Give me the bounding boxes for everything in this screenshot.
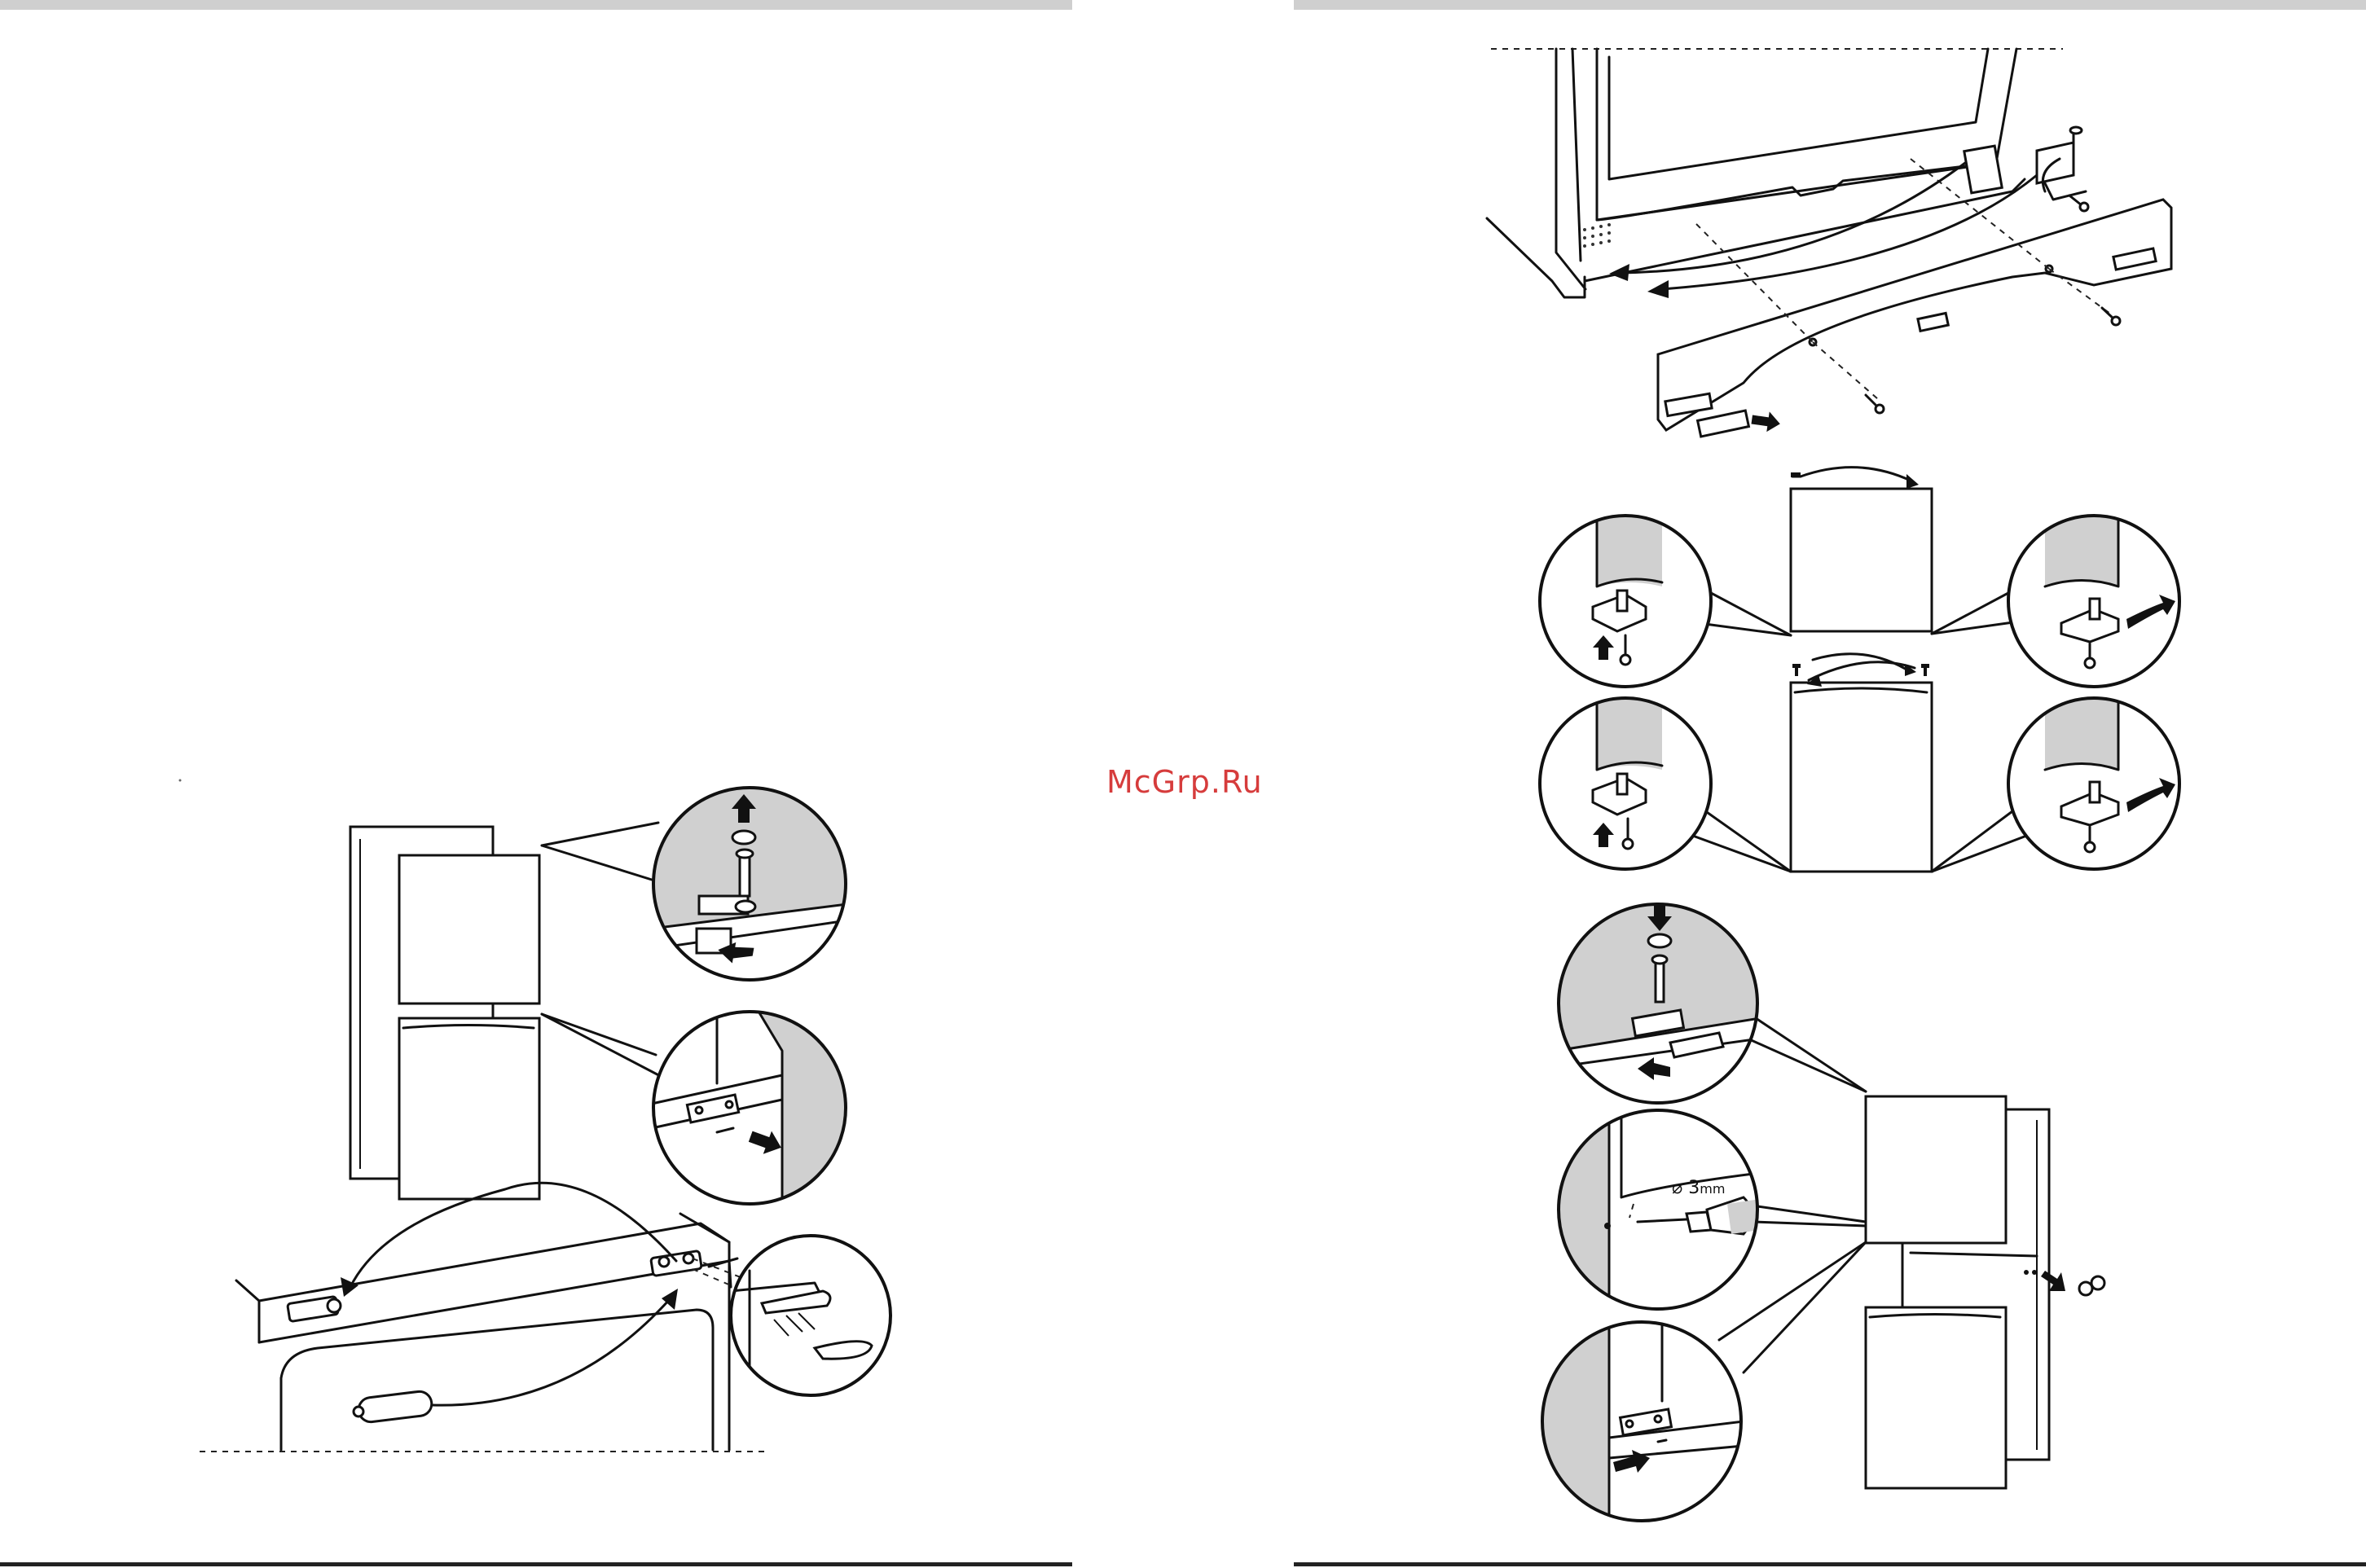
watermark-text: McGrp.Ru <box>1106 764 1263 800</box>
left-page-figure <box>179 780 895 1452</box>
right-page-figure: ⌀ 3mm <box>1487 49 2179 1523</box>
drill-diameter-label: ⌀ 3mm <box>1672 1178 1725 1198</box>
